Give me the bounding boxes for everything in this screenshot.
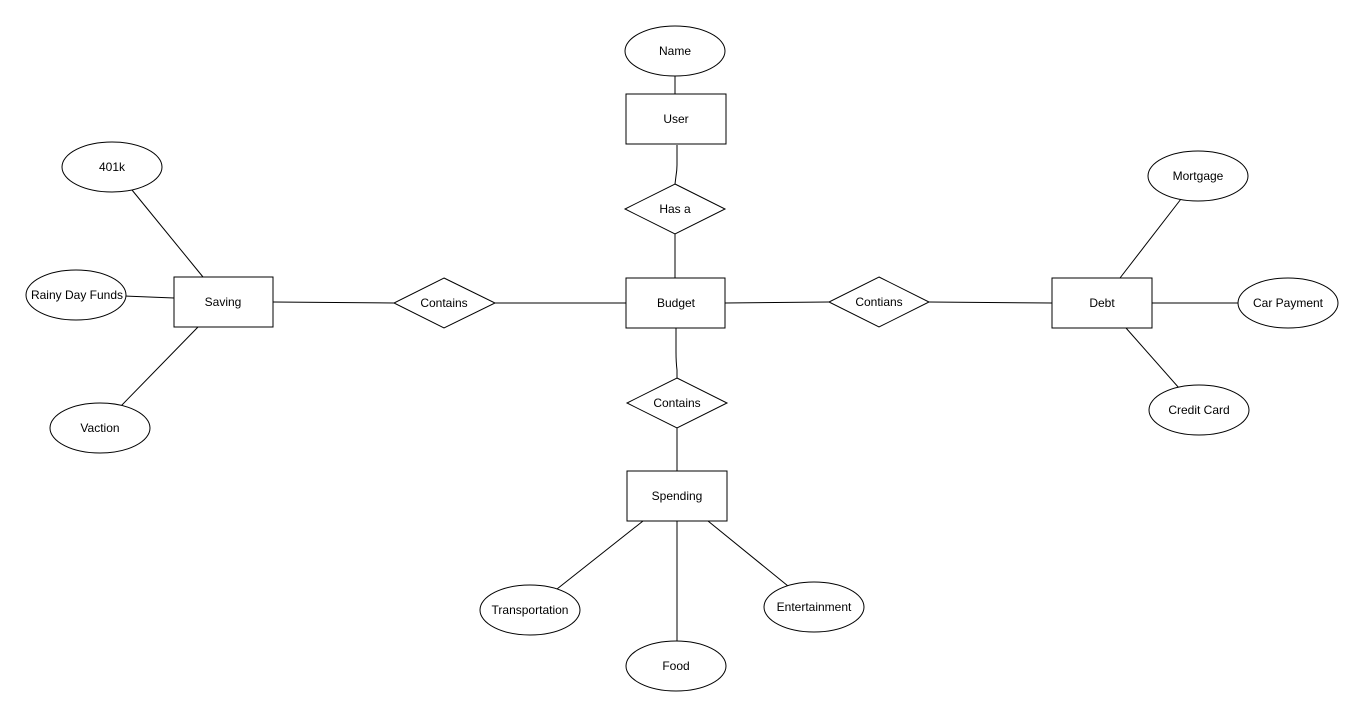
entity-label: User bbox=[663, 112, 688, 126]
attribute-label: Rainy Day Funds bbox=[31, 288, 123, 302]
entity-box bbox=[625, 93, 727, 145]
attribute-vacation[interactable]: Vaction bbox=[49, 402, 151, 454]
entity-saving[interactable]: Saving bbox=[173, 276, 274, 328]
entity-box bbox=[173, 276, 274, 328]
attribute-ellipse bbox=[625, 640, 727, 692]
attribute-label: Vaction bbox=[80, 421, 119, 435]
relationship-diamond bbox=[625, 377, 729, 429]
entity-label: Debt bbox=[1089, 296, 1115, 310]
attribute-credit-card[interactable]: Credit Card bbox=[1148, 384, 1250, 436]
entity-label: Budget bbox=[657, 296, 696, 310]
attribute-ellipse bbox=[1237, 277, 1339, 329]
attribute-entertainment[interactable]: Entertainment bbox=[763, 581, 865, 633]
attribute-ellipse bbox=[61, 141, 163, 193]
attribute-label: Entertainment bbox=[777, 600, 852, 614]
attribute-ellipse bbox=[1147, 150, 1249, 202]
edge-spending-entertainment bbox=[707, 520, 789, 587]
edge-contains-saving bbox=[272, 301, 395, 304]
edge-debt-credit-card bbox=[1125, 327, 1180, 389]
relationship-label: Contains bbox=[420, 296, 467, 310]
attribute-food[interactable]: Food bbox=[625, 640, 727, 692]
edge-user-hasa bbox=[674, 145, 678, 185]
attribute-label: Name bbox=[659, 44, 691, 58]
entity-user[interactable]: User bbox=[625, 93, 727, 145]
attribute-label: Credit Card bbox=[1168, 403, 1229, 417]
entity-budget[interactable]: Budget bbox=[625, 277, 726, 329]
relationship-contains-saving[interactable]: Contains bbox=[392, 277, 497, 329]
attribute-car-payment[interactable]: Car Payment bbox=[1237, 277, 1339, 329]
attribute-transportation[interactable]: Transportation bbox=[479, 584, 581, 636]
connectors bbox=[120, 75, 1238, 642]
relationship-contians-debt[interactable]: Contians bbox=[827, 276, 931, 328]
edge-budget-contians-debt bbox=[724, 301, 830, 304]
edge-spending-transportation bbox=[556, 520, 644, 590]
entity-spending[interactable]: Spending bbox=[626, 470, 728, 522]
entity-label: Spending bbox=[652, 489, 703, 503]
entity-box bbox=[626, 470, 728, 522]
entity-label: Saving bbox=[205, 295, 242, 309]
attribute-name[interactable]: Name bbox=[624, 25, 726, 77]
edge-saving-rainy-day bbox=[123, 295, 175, 299]
edge-saving-401k bbox=[131, 189, 204, 278]
attribute-ellipse bbox=[479, 584, 581, 636]
relationship-label: Has a bbox=[659, 202, 691, 216]
relationship-diamond bbox=[392, 277, 497, 329]
attribute-401k[interactable]: 401k bbox=[61, 141, 163, 193]
attribute-label: Transportation bbox=[492, 603, 569, 617]
attribute-label: Food bbox=[662, 659, 689, 673]
entity-debt[interactable]: Debt bbox=[1051, 277, 1153, 329]
entity-box bbox=[1051, 277, 1153, 329]
relationship-diamond bbox=[827, 276, 931, 328]
edge-contians-debt bbox=[928, 301, 1053, 304]
relationship-label: Contains bbox=[653, 396, 700, 410]
relationship-diamond bbox=[623, 183, 727, 235]
attribute-mortgage[interactable]: Mortgage bbox=[1147, 150, 1249, 202]
edge-debt-mortgage bbox=[1119, 198, 1182, 279]
edge-saving-vacation bbox=[120, 326, 199, 407]
attribute-label: 401k bbox=[99, 160, 126, 174]
attribute-ellipse bbox=[1148, 384, 1250, 436]
attribute-ellipse bbox=[49, 402, 151, 454]
attribute-rainy-day-funds[interactable]: Rainy Day Funds bbox=[25, 269, 127, 321]
relationship-contains-spending[interactable]: Contains bbox=[625, 377, 729, 429]
attribute-ellipse bbox=[763, 581, 865, 633]
attribute-ellipse bbox=[25, 269, 127, 321]
relationship-has-a[interactable]: Has a bbox=[623, 183, 727, 235]
edge-budget-contains-spending bbox=[675, 328, 678, 378]
attribute-ellipse bbox=[624, 25, 726, 77]
relationship-label: Contians bbox=[855, 295, 902, 309]
attribute-label: Mortgage bbox=[1173, 169, 1224, 183]
entity-box bbox=[625, 277, 726, 329]
attribute-label: Car Payment bbox=[1253, 296, 1324, 310]
